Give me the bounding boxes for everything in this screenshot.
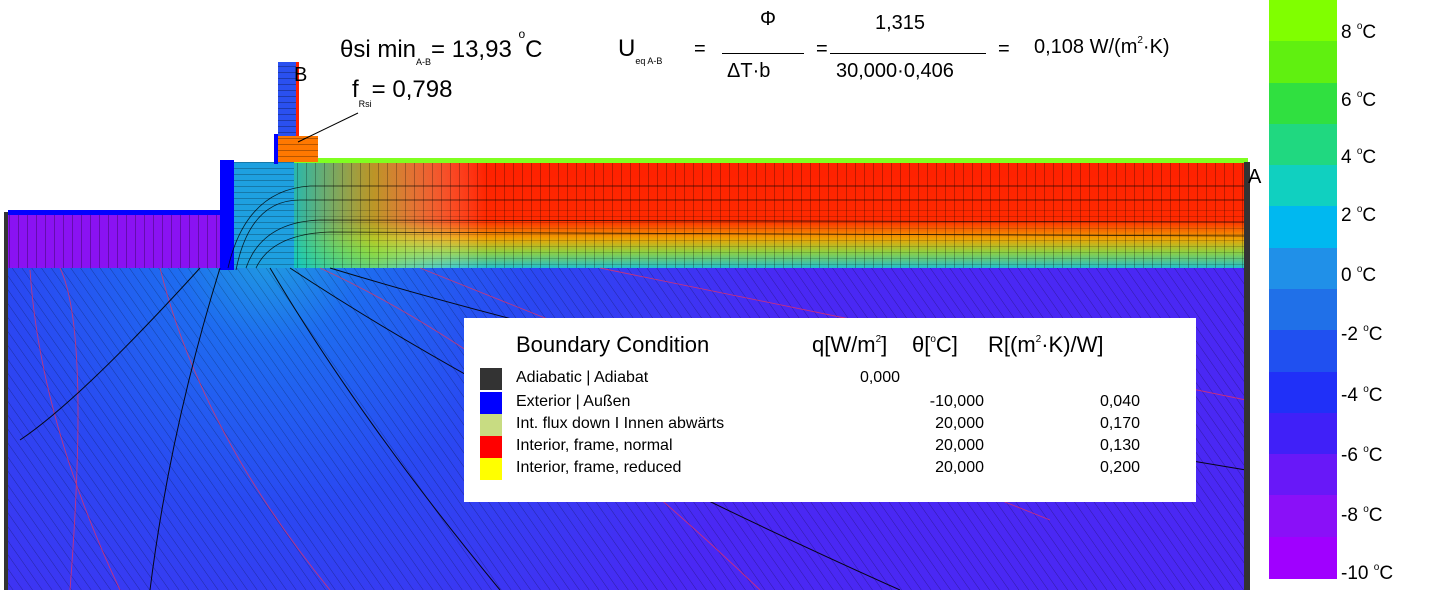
legend-col-r: R[(m2·K)/W] [988, 332, 1104, 357]
scale-band [1269, 330, 1337, 373]
legend-row-r: 0,040 [1099, 393, 1140, 410]
f-rsi-label: fRsi= 0,798 [352, 76, 453, 109]
equals-3: = [998, 38, 1010, 60]
legend-row-name: Int. flux down I Innen abwärts [516, 415, 725, 432]
legend-row-theta: -10,000 [929, 393, 984, 410]
equals-1: = [694, 38, 706, 60]
legend-swatch [480, 414, 502, 436]
legend-row-q: 0,000 [859, 369, 900, 386]
legend-swatch [480, 368, 502, 390]
legend-row: Adiabatic | Adiabat 0,000 [480, 368, 1180, 390]
scale-label: 0 oC [1341, 263, 1377, 286]
leader-line [297, 112, 359, 143]
scale-band [1269, 454, 1337, 497]
legend-row-name: Interior, frame, reduced [516, 459, 682, 476]
numerator-value: 1,315 [875, 12, 926, 34]
legend-row-name: Interior, frame, normal [516, 437, 673, 454]
scale-band [1269, 41, 1337, 84]
scale-band [1269, 289, 1337, 332]
legend-row-r: 0,170 [1099, 415, 1140, 432]
scale-band [1269, 206, 1337, 249]
legend-col-theta: θ[oC] [912, 332, 958, 357]
scale-label: -2 oC [1341, 322, 1383, 345]
denominator-value: 30,000·0,406 [836, 60, 954, 82]
scale-band [1269, 495, 1337, 538]
legend-row-theta: 20,000 [935, 437, 984, 454]
adiabatic-boundary [1244, 162, 1250, 590]
legend-swatch [480, 458, 502, 480]
phi-symbol: Φ [760, 8, 776, 30]
scale-band [1269, 536, 1337, 579]
legend-title: Boundary Condition [516, 332, 710, 357]
legend-row: Exterior | Außen -10,000 0,040 [480, 392, 1180, 414]
legend-row-name: Exterior | Außen [516, 393, 631, 410]
fraction-line-1 [722, 53, 804, 54]
legend-row-r: 0,200 [1099, 459, 1140, 476]
scale-label: -8 oC [1341, 503, 1383, 526]
scale-label: -10 oC [1341, 561, 1394, 584]
scale-band [1269, 0, 1337, 43]
theta-min-label: θsi minA-B= 13,93 oC [340, 27, 543, 67]
legend-row: Interior, frame, reduced 20,000 0,200 [480, 458, 1180, 480]
equals-2: = [816, 38, 828, 60]
scale-band [1269, 165, 1337, 208]
legend-col-q: q[W/m2] [812, 332, 888, 357]
legend-row: Interior, frame, normal 20,000 0,130 [480, 436, 1180, 458]
fraction-line-2 [830, 53, 986, 54]
scale-label: 4 oC [1341, 145, 1377, 168]
legend-row-r: 0,130 [1099, 437, 1140, 454]
legend-row-theta: 20,000 [935, 459, 984, 476]
scale-label: 6 oC [1341, 88, 1377, 111]
u-result: 0,108 W/(m2·K) [1034, 35, 1170, 58]
u-eq-label: Ueq A-B [618, 35, 663, 66]
scale-label: -4 oC [1341, 383, 1383, 406]
legend-row: Int. flux down I Innen abwärts 20,000 0,… [480, 414, 1180, 436]
legend-row-theta: 20,000 [935, 415, 984, 432]
point-a-label: A [1248, 166, 1262, 188]
scale-label: 2 oC [1341, 203, 1377, 226]
legend-row-name: Adiabatic | Adiabat [516, 369, 649, 386]
scale-band [1269, 247, 1337, 290]
scale-band [1269, 123, 1337, 167]
legend-swatch [480, 436, 502, 458]
point-b-label: B [294, 64, 308, 86]
scale-band [1269, 412, 1337, 456]
temperature-color-scale [1269, 0, 1337, 579]
legend-swatch [480, 392, 502, 414]
delta-t-b: ΔT·b [727, 60, 771, 82]
scale-label: -6 oC [1341, 443, 1383, 466]
scale-label: 8 oC [1341, 20, 1377, 43]
scale-band [1269, 371, 1337, 414]
boundary-legend: Boundary Condition q[W/m2] θ[oC] R[(m2·K… [464, 318, 1196, 502]
scale-band [1269, 82, 1337, 125]
